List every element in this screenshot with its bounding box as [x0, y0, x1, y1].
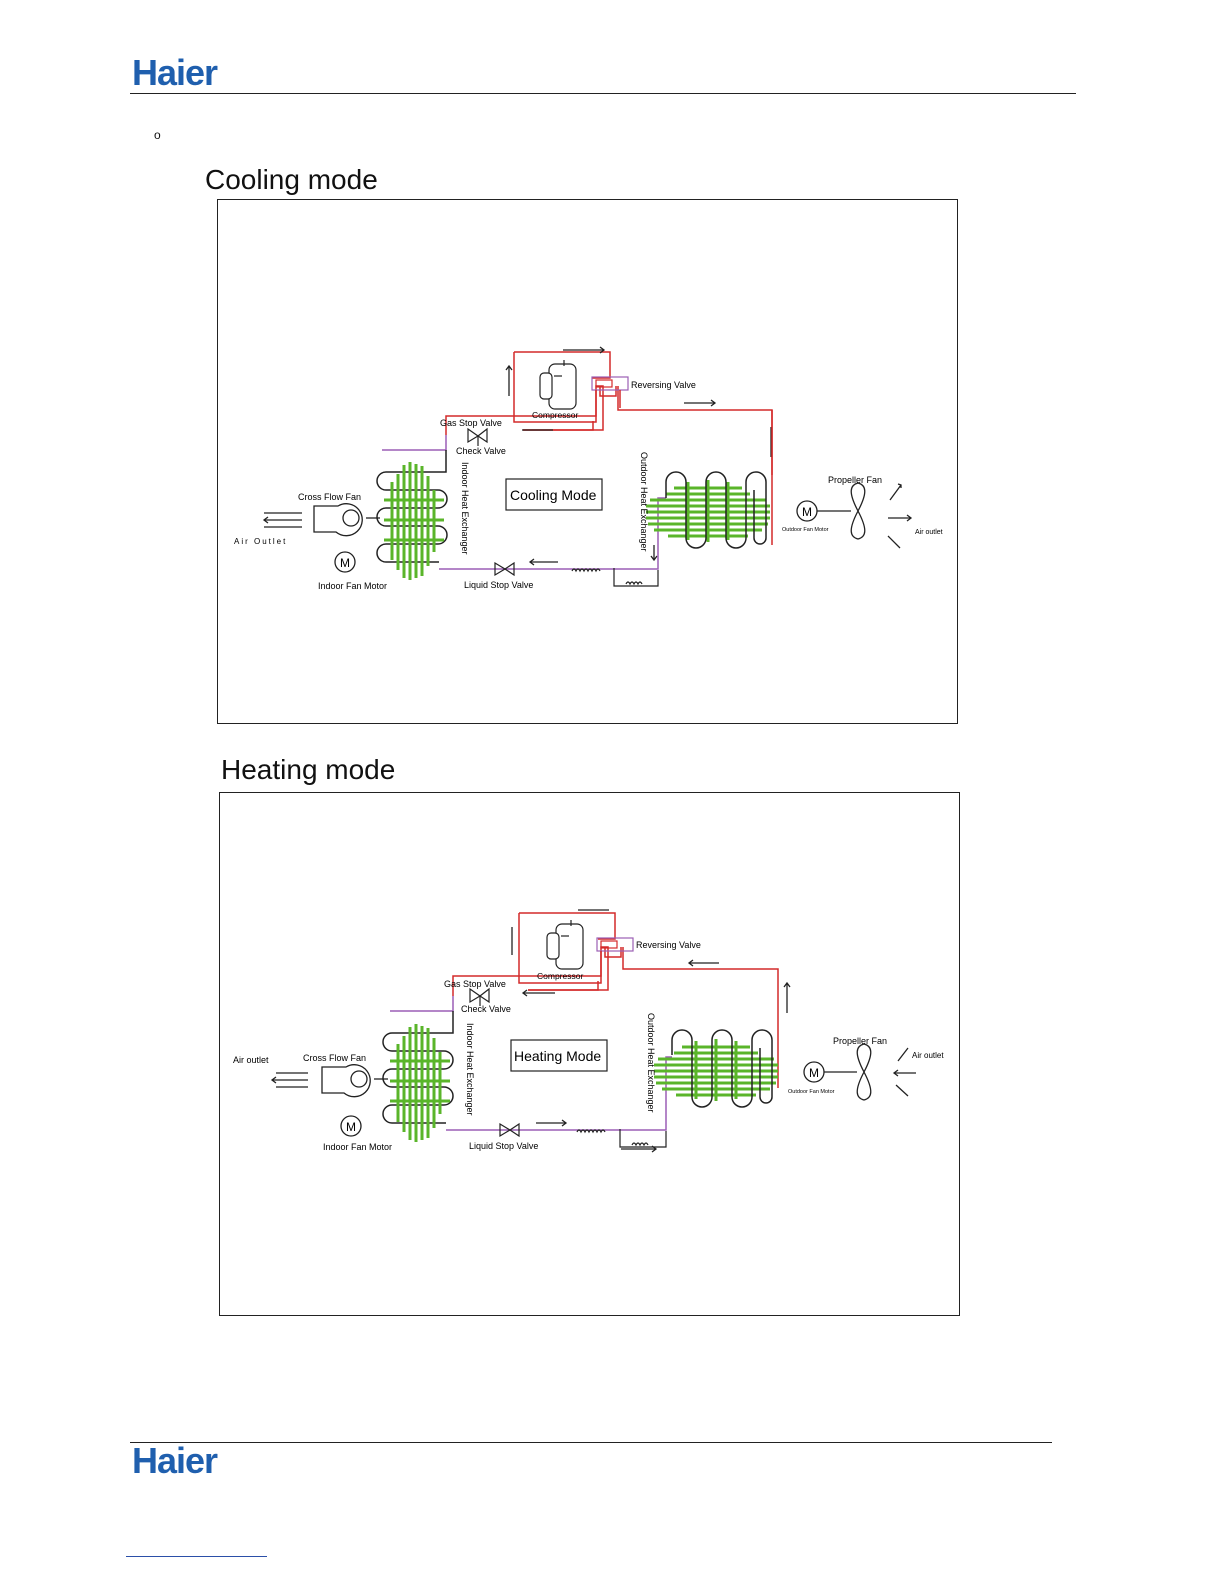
gas-stop-valve-icon: [467, 427, 488, 446]
cooling-diagram-panel: M M Cooling Mode Reversing Valve Compres…: [217, 199, 958, 724]
compressor-label: Compressor: [532, 410, 578, 420]
gas-stop-valve-icon: [469, 987, 490, 1006]
compressor-loop: [518, 912, 779, 1088]
liquid-stop-valve-label: Liquid Stop Valve: [469, 1141, 538, 1151]
air-outlet-left-label: Air outlet: [233, 1055, 269, 1065]
cross-flow-fan-icon: [313, 503, 380, 537]
outdoor-hx-label: Outdoor Heat Exchanger: [639, 452, 649, 552]
propeller-fan-icon: [856, 1043, 872, 1101]
liquid-stop-valve-icon: [499, 1122, 520, 1138]
air-outlet-left-label: Air Outlet: [234, 537, 287, 546]
reversing-valve-label: Reversing Valve: [636, 940, 701, 950]
gas-stop-valve-label: Gas Stop Valve: [440, 418, 502, 428]
gas-stop-valve-label: Gas Stop Valve: [444, 979, 506, 989]
flow-arrows: [262, 346, 913, 566]
liquid-stop-valve-icon: [494, 561, 515, 577]
outdoor-fan-motor-icon: [796, 500, 851, 522]
outdoor-coil: [654, 1029, 778, 1108]
mode-box-label: Cooling Mode: [510, 487, 597, 503]
air-outlet-right-label: Air outlet: [912, 1051, 944, 1060]
outdoor-hx-label: Outdoor Heat Exchanger: [646, 1013, 656, 1113]
indoor-fan-motor-icon: [334, 551, 356, 573]
cross-flow-fan-label: Cross Flow Fan: [303, 1053, 366, 1063]
haier-logo-bottom: Haier: [132, 1440, 218, 1481]
outdoor-fan-motor-label: Outdoor Fan Motor: [782, 527, 829, 533]
propeller-fan-label: Propeller Fan: [828, 475, 882, 485]
haier-logo-top: Haier: [132, 52, 218, 93]
propeller-fan-icon: [850, 482, 866, 540]
indoor-fan-motor-label: Indoor Fan Motor: [323, 1142, 392, 1152]
outdoor-fan-motor-icon: [803, 1061, 857, 1083]
indoor-coil: [376, 450, 448, 580]
cross-flow-fan-icon: [321, 1064, 388, 1098]
mode-box: [505, 478, 603, 511]
cooling-section-title: Cooling mode: [205, 164, 378, 195]
capillary-tube-icon: [576, 1129, 667, 1148]
check-valve-label: Check Valve: [456, 446, 506, 456]
outdoor-motor-symbol: M: [802, 505, 812, 519]
heating-diagram: M M Heating Mode Reversing Valve Compres…: [233, 909, 944, 1153]
outdoor-fan-motor-label: Outdoor Fan Motor: [788, 1089, 835, 1095]
check-valve-label: Check Valve: [461, 1004, 511, 1014]
reversing-valve-label: Reversing Valve: [631, 380, 696, 390]
reversing-valve-icon: [596, 937, 634, 952]
indoor-fan-motor-icon: [340, 1115, 362, 1137]
mode-box-label: Heating Mode: [514, 1048, 601, 1064]
mode-box: [510, 1039, 608, 1072]
propeller-fan-label: Propeller Fan: [833, 1036, 887, 1046]
footer-link-underline[interactable]: [126, 1556, 267, 1557]
indoor-fan-motor-label: Indoor Fan Motor: [318, 581, 387, 591]
liquid-stop-valve-label: Liquid Stop Valve: [464, 580, 533, 590]
compressor-label: Compressor: [537, 971, 583, 981]
indoor-motor-symbol: M: [340, 556, 350, 570]
outdoor-coil: [646, 410, 773, 549]
cross-flow-fan-label: Cross Flow Fan: [298, 492, 361, 502]
flow-arrows: [270, 909, 916, 1153]
reversing-valve-icon: [591, 376, 629, 391]
refrigerant-pipes: [382, 390, 666, 570]
indoor-hx-label: Indoor Heat Exchanger: [465, 1023, 475, 1116]
heating-section-title: Heating mode: [221, 754, 396, 785]
footer-divider: [130, 1442, 1052, 1443]
bullet-mark: o: [154, 128, 161, 142]
compressor-icon: [539, 360, 577, 410]
indoor-hx-label: Indoor Heat Exchanger: [460, 462, 470, 555]
outdoor-motor-symbol: M: [809, 1066, 819, 1080]
indoor-motor-symbol: M: [346, 1120, 356, 1134]
air-outlet-right-label: Air outlet: [915, 529, 943, 536]
heating-diagram-panel: M M Heating Mode Reversing Valve Compres…: [219, 792, 960, 1316]
compressor-icon: [546, 920, 584, 970]
capillary-tube-icon: [571, 568, 659, 587]
cooling-diagram: M M Cooling Mode Reversing Valve Compres…: [234, 346, 943, 591]
header-divider: [130, 93, 1076, 94]
indoor-coil: [382, 1011, 454, 1142]
